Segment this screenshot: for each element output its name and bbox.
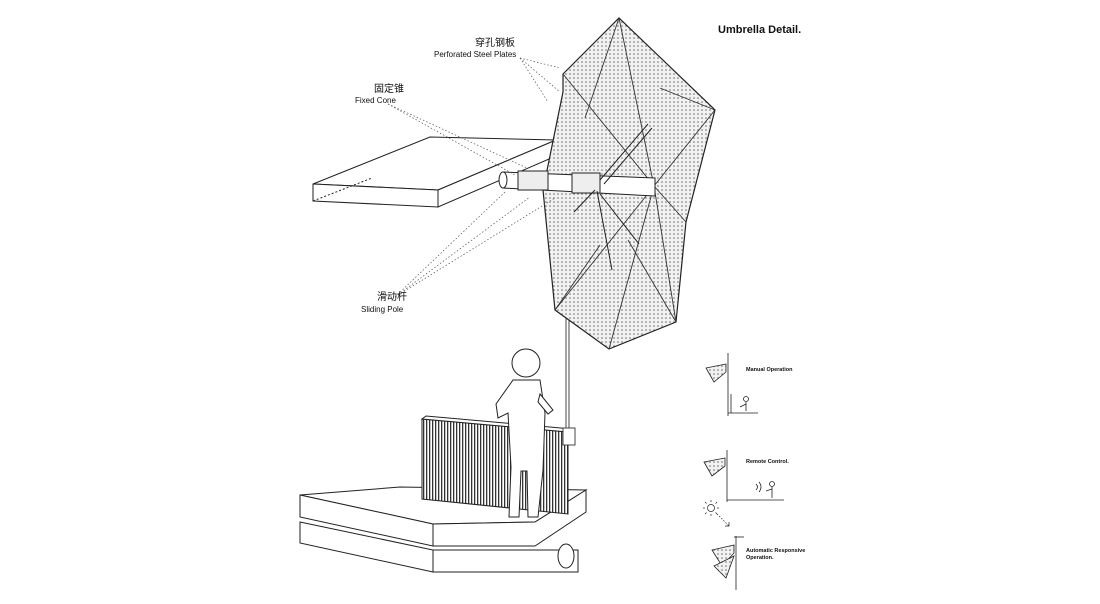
- arrow-icon: [716, 513, 730, 527]
- label-cone-zh: 固定锥: [374, 84, 404, 95]
- person-figure: [495, 348, 554, 518]
- upper-slab: [312, 136, 557, 208]
- leader-lines: [387, 57, 561, 298]
- remote-control-diagram: [703, 450, 784, 502]
- label-automatic-line2: Operation.: [746, 555, 774, 561]
- label-pole-zh: 滑动杆: [377, 292, 407, 303]
- manual-operation-diagram: [705, 353, 758, 416]
- label-pole-en: Sliding Pole: [361, 305, 404, 314]
- sliding-pole: [498, 123, 656, 271]
- label-perforated-zh: 穿孔钢板: [475, 38, 515, 49]
- automatic-operation-diagram: [711, 536, 744, 590]
- diagram-title: Umbrella Detail.: [718, 24, 802, 36]
- lower-slab: [299, 486, 588, 573]
- railing: [420, 415, 574, 515]
- label-remote-control: Remote Control.: [746, 459, 789, 465]
- label-automatic-line1: Automatic Responsive: [746, 548, 806, 554]
- sun-icon: [703, 500, 719, 516]
- label-perforated-en: Perforated Steel Plates: [434, 50, 517, 59]
- label-cone-en: Fixed Cone: [355, 96, 396, 105]
- label-manual-operation: Manual Operation: [746, 367, 793, 373]
